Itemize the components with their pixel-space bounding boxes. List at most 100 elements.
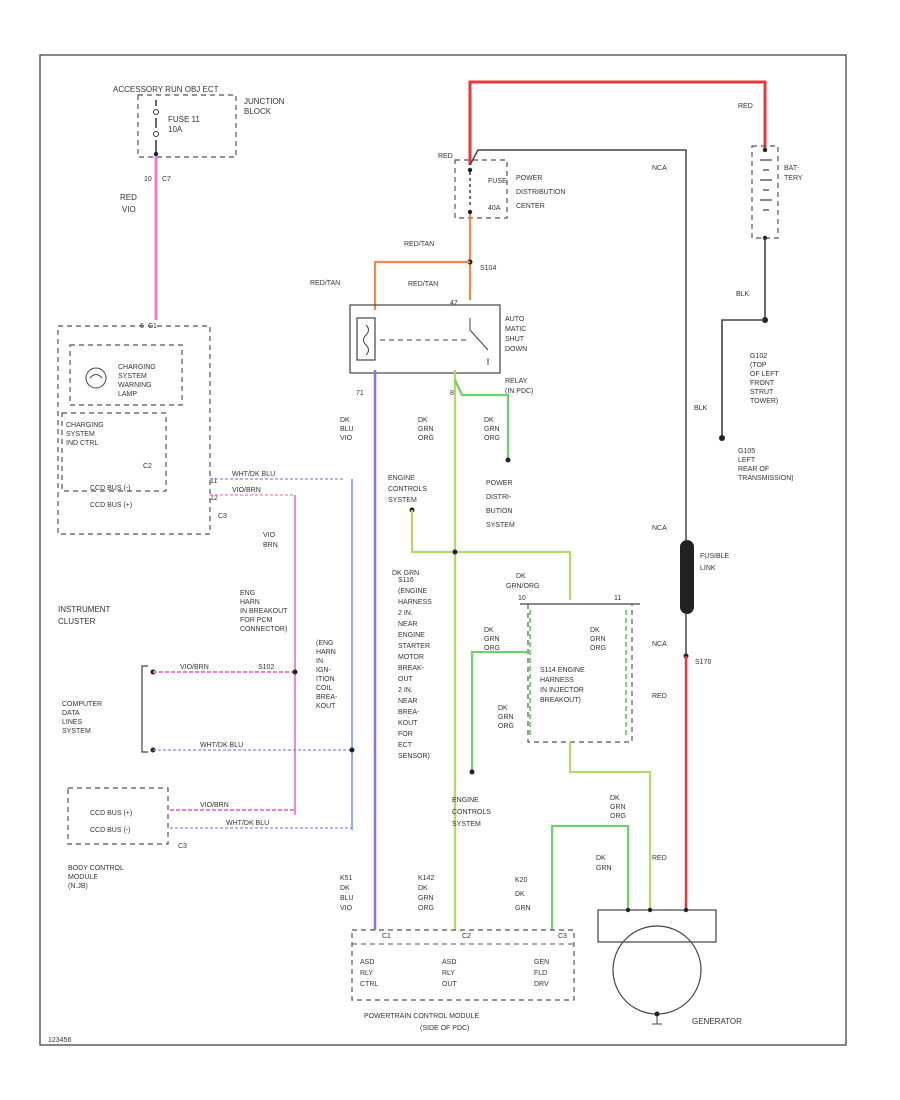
wire-label-brn: BRN [263, 542, 278, 549]
warning-lamp-icon [85, 367, 107, 389]
svg-text:LINES: LINES [62, 719, 83, 726]
wire-nca-black [469, 149, 687, 540]
svg-text:(SIDE OF PDC): (SIDE OF PDC) [420, 1025, 469, 1032]
svg-text:OUT: OUT [398, 676, 414, 683]
svg-text:ORG: ORG [418, 435, 434, 442]
wire-label-vio-brn-2: VIO/BRN [180, 664, 209, 671]
svg-text:RLY: RLY [442, 970, 455, 977]
svg-text:GRN: GRN [484, 426, 500, 433]
diagram-code: 123456 [48, 1037, 71, 1044]
svg-text:HARNESS: HARNESS [398, 599, 432, 606]
svg-text:VIO: VIO [340, 905, 353, 912]
svg-text:GRN/ORG: GRN/ORG [506, 583, 539, 590]
svg-text:RED: RED [652, 855, 667, 862]
svg-text:GEN: GEN [534, 959, 549, 966]
battery-label-2: TERY [784, 175, 803, 182]
wire-red-battery [468, 80, 767, 165]
pdc-red-label: RED [438, 153, 453, 160]
instrument-cluster-title-1: INSTRUMENT [58, 605, 111, 614]
svg-text:DK: DK [418, 417, 428, 424]
svg-text:DISTRI-: DISTRI- [486, 494, 512, 501]
svg-text:ORG: ORG [498, 723, 514, 730]
svg-text:DK: DK [418, 885, 428, 892]
svg-text:KOUT: KOUT [316, 703, 336, 710]
svg-text:BREAKOUT): BREAKOUT) [540, 697, 581, 704]
svg-text:POWER: POWER [486, 480, 512, 487]
svg-text:(IN PDC): (IN PDC) [505, 388, 533, 395]
svg-text:MATIC: MATIC [505, 326, 526, 333]
wire-label-vio: VIO [122, 205, 136, 214]
svg-text:FOR PCM: FOR PCM [240, 617, 272, 624]
svg-text:GRN: GRN [418, 426, 434, 433]
bcm-title-3: (N.JB) [68, 883, 88, 890]
lamp-label-1: CHARGING [118, 364, 156, 371]
svg-text:STRUT: STRUT [750, 389, 774, 396]
ctrl-label-1: CHARGING [66, 422, 104, 429]
svg-text:OF LEFT: OF LEFT [750, 371, 780, 378]
svg-text:11: 11 [614, 595, 621, 602]
svg-text:2 IN.: 2 IN. [398, 687, 413, 694]
svg-text:ENGINE: ENGINE [398, 632, 425, 639]
instrument-cluster: CHARGING SYSTEM WARNING LAMP CHARGING SY… [57, 323, 227, 626]
svg-text:C3: C3 [178, 843, 187, 850]
svg-text:FOR: FOR [398, 731, 413, 738]
svg-text:STARTER: STARTER [398, 643, 430, 650]
svg-text:CONNECTOR): CONNECTOR) [240, 626, 287, 633]
eng-harness-note-3: S116 (ENGINE HARNESS 2 IN. NEAR ENGINE S… [398, 577, 432, 760]
wire-label-blk-2: BLK [694, 405, 708, 412]
cluster-pin-12: 12 [210, 495, 218, 502]
svg-text:(ENG: (ENG [316, 640, 334, 647]
svg-text:S114 ENGINE: S114 ENGINE [540, 667, 585, 674]
generator: GENERATOR [597, 907, 742, 1026]
ground-g102: G102 (TOP OF LEFT FRONT STRUT TOWER) [750, 353, 780, 405]
svg-text:CTRL: CTRL [360, 981, 378, 988]
svg-text:S116: S116 [398, 577, 414, 584]
svg-text:IN BREAKOUT: IN BREAKOUT [240, 608, 288, 615]
svg-text:DK: DK [596, 855, 606, 862]
cluster-connector-c1: C1 [148, 323, 157, 330]
svg-text:KOUT: KOUT [398, 720, 418, 727]
svg-text:POWERTRAIN CONTROL MODULE: POWERTRAIN CONTROL MODULE [364, 1013, 479, 1020]
bcm-title-1: BODY CONTROL [68, 865, 124, 872]
svg-text:BLU: BLU [340, 895, 354, 902]
svg-text:ITION: ITION [316, 676, 335, 683]
lamp-label-2: SYSTEM [118, 373, 147, 380]
svg-text:ORG: ORG [484, 435, 500, 442]
svg-text:DK: DK [484, 417, 494, 424]
svg-text:47: 47 [450, 300, 458, 307]
fusible-link: FUSIBLE LINK [680, 540, 730, 614]
svg-text:SHUT: SHUT [505, 336, 525, 343]
cluster-ccd-neg: CCD BUS (-) [90, 485, 130, 492]
svg-text:RELAY: RELAY [505, 378, 528, 385]
svg-text:ASD: ASD [360, 959, 374, 966]
svg-text:SYSTEM: SYSTEM [452, 821, 481, 828]
svg-text:DATA: DATA [62, 710, 80, 717]
lamp-label-4: LAMP [118, 391, 137, 398]
svg-text:TRANSMISSION): TRANSMISSION) [738, 475, 794, 482]
svg-text:ORG: ORG [590, 645, 606, 652]
svg-text:BREA-: BREA- [398, 709, 420, 716]
svg-text:DK GRN: DK GRN [392, 570, 419, 577]
fuse-11-label: FUSE 11 [168, 115, 200, 124]
svg-text:ASD: ASD [442, 959, 456, 966]
body-control-module: CCD BUS (+) CCD BUS (-) C3 BODY CONTROL … [67, 787, 187, 890]
junction-label: JUNCTION [244, 97, 285, 106]
svg-text:ORG: ORG [610, 813, 626, 820]
svg-text:CONTROLS: CONTROLS [388, 486, 427, 493]
svg-text:DOWN: DOWN [505, 346, 527, 353]
cluster-ccd-pos: CCD BUS (+) [90, 502, 132, 509]
svg-text:FRONT: FRONT [750, 380, 775, 387]
eng-harness-note-1: ENG HARN IN BREAKOUT FOR PCM CONNECTOR) [240, 590, 288, 633]
fuse-11-rating: 10A [168, 125, 183, 134]
svg-text:DK: DK [516, 573, 526, 580]
splice-s104: S104 [480, 265, 496, 272]
wire-label-vio: VIO [263, 532, 276, 539]
svg-text:TOWER): TOWER) [750, 398, 778, 405]
computer-data-lines: COMPUTER DATA LINES SYSTEM [62, 665, 156, 753]
wire-green-ecs-2 [470, 650, 528, 772]
svg-text:VIO/BRN: VIO/BRN [200, 802, 229, 809]
svg-text:71: 71 [356, 390, 364, 397]
svg-text:WHT/DK BLU: WHT/DK BLU [226, 820, 269, 827]
wire-label-wht-blu-2: WHT/DK BLU [200, 742, 243, 749]
